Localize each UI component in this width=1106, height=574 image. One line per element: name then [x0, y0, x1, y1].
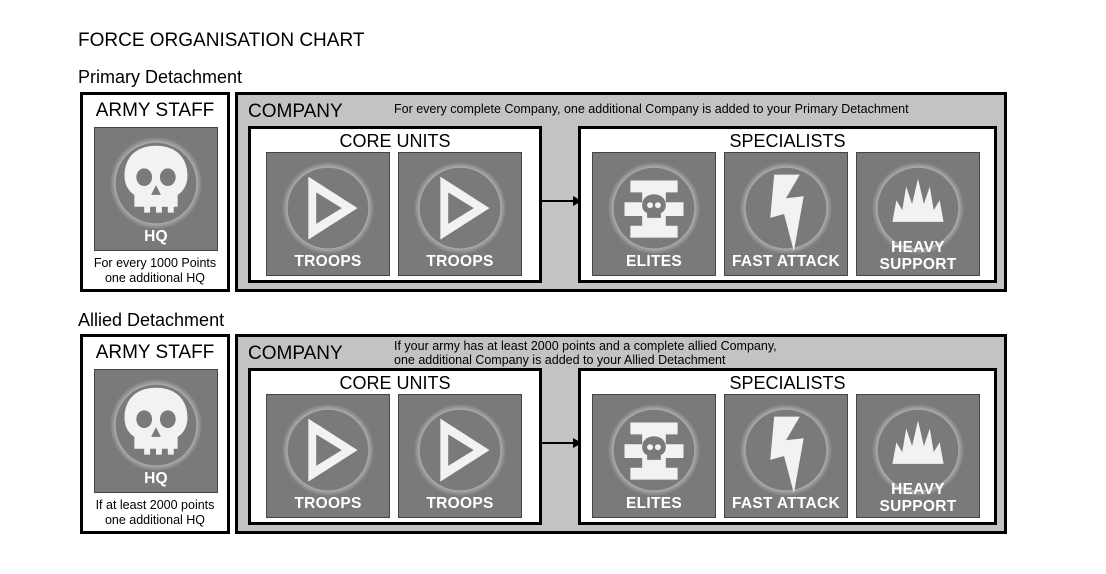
unit-label: ELITES: [625, 253, 683, 270]
unit-tile-fast-attack: FAST ATTACK: [724, 394, 848, 518]
unit-label: HQ: [144, 228, 168, 245]
unit-label-line2: SUPPORT: [879, 498, 957, 515]
company-box: COMPANY If your army has at least 2000 po…: [235, 334, 1007, 534]
specialists-title: SPECIALISTS: [729, 373, 846, 393]
unit-label: ELITES: [625, 495, 683, 512]
flow-arrow-icon: [541, 438, 582, 448]
flow-arrow-icon: [541, 196, 582, 206]
army-staff-title: ARMY STAFF: [95, 100, 215, 121]
unit-label: FAST ATTACK: [731, 495, 841, 512]
company-note: For every complete Company, one addition…: [394, 102, 909, 116]
company-note-line2: one additional Company is added to your …: [394, 353, 726, 367]
army-staff-title: ARMY STAFF: [95, 342, 215, 363]
unit-label-line2: SUPPORT: [879, 256, 957, 273]
unit-label: TROOPS: [294, 253, 362, 270]
unit-tile-troops: TROOPS: [266, 394, 390, 518]
unit-tile-troops: TROOPS: [398, 394, 522, 518]
unit-tile-elites: ELITES: [592, 394, 716, 518]
army-staff-note-line1: If at least 2000 points: [95, 498, 215, 512]
company-note: If your army has at least 2000 points an…: [394, 339, 777, 367]
army-staff-note-line2: one additional HQ: [104, 513, 206, 527]
unit-label: TROOPS: [294, 495, 362, 512]
unit-tile-fast-attack: FAST ATTACK: [724, 152, 848, 276]
army-staff-note-line1: For every 1000 Points: [93, 256, 217, 270]
core-units-title: CORE UNITS: [339, 373, 451, 393]
unit-tile-elites: ELITES: [592, 152, 716, 276]
unit-tile-hq: HQ: [94, 127, 218, 251]
company-note-line1: For every complete Company, one addition…: [394, 102, 909, 116]
core-units-group: CORE UNITS TROOPS TROOPS: [248, 126, 542, 283]
core-units-title: CORE UNITS: [339, 131, 451, 151]
unit-label-line1: HEAVY: [891, 481, 945, 498]
core-units-group: CORE UNITS TROOPS TROOPS: [248, 368, 542, 525]
unit-label-line1: HEAVY: [891, 239, 945, 256]
unit-tile-troops: TROOPS: [266, 152, 390, 276]
unit-label: FAST ATTACK: [731, 253, 841, 270]
chart-title: FORCE ORGANISATION CHART: [78, 30, 365, 51]
unit-label: HQ: [144, 470, 168, 487]
unit-tile-hq: HQ: [94, 369, 218, 493]
company-title: COMPANY: [248, 343, 343, 364]
army-staff-note-line2: one additional HQ: [104, 271, 206, 285]
detachment-label: Primary Detachment: [78, 67, 243, 87]
company-title: COMPANY: [248, 101, 343, 122]
specialists-title: SPECIALISTS: [729, 131, 846, 151]
unit-label: TROOPS: [426, 495, 494, 512]
unit-label: TROOPS: [426, 253, 494, 270]
company-box: COMPANY For every complete Company, one a…: [235, 92, 1007, 292]
detachment-label: Allied Detachment: [78, 310, 225, 330]
unit-tile-troops: TROOPS: [398, 152, 522, 276]
company-note-line1: If your army has at least 2000 points an…: [394, 339, 777, 353]
